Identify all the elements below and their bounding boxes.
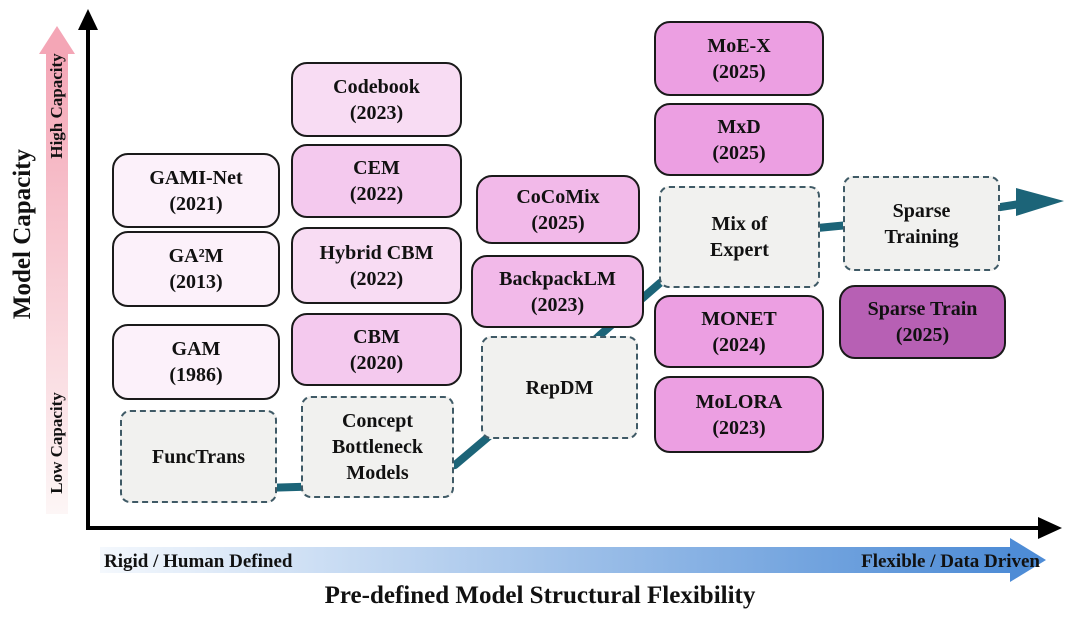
y-axis-arrowhead-icon: [78, 9, 98, 30]
node-mix-of-expert: Mix of Expert: [659, 186, 820, 288]
node-cem: CEM (2022): [291, 144, 462, 218]
flexibility-arrowhead-icon: [1010, 538, 1046, 582]
capacity-arrow-shaft: [46, 52, 68, 514]
node-moe-x: MoE-X (2025): [654, 21, 824, 96]
node-backpacklm: BackpackLM (2023): [471, 255, 644, 328]
progression-arrowhead-icon: [1016, 188, 1064, 216]
x-axis-arrowhead-icon: [1038, 517, 1062, 539]
y-axis-title: Model Capacity: [9, 148, 36, 320]
flexibility-arrow-shaft: [100, 547, 1012, 573]
node-cocomix: CoCoMix (2025): [476, 175, 640, 244]
node-gam: GAM (1986): [112, 324, 280, 400]
x-axis-left-label: Rigid / Human Defined: [104, 551, 293, 572]
node-hybrid-cbm: Hybrid CBM (2022): [291, 227, 462, 304]
node-mxd: MxD (2025): [654, 103, 824, 176]
node-gami-net: GAMI-Net (2021): [112, 153, 280, 228]
capacity-arrowhead-icon: [39, 26, 75, 54]
node-repdm: RepDM: [481, 336, 638, 439]
node-monet: MONET (2024): [654, 295, 824, 368]
y-axis-high-label: High Capacity: [47, 53, 66, 159]
node-molora: MoLORA (2023): [654, 376, 824, 453]
y-axis-low-label: Low Capacity: [47, 392, 66, 494]
node-cbm: CBM (2020): [291, 313, 462, 386]
node-ga2m: GA²M (2013): [112, 231, 280, 307]
x-axis-right-label: Flexible / Data Driven: [861, 551, 1040, 572]
node-sparse-train-2025: Sparse Train (2025): [839, 285, 1006, 359]
node-sparse-training: Sparse Training: [843, 176, 1000, 271]
node-concept-bottleneck-models: Concept Bottleneck Models: [301, 396, 454, 498]
node-codebook: Codebook (2023): [291, 62, 462, 137]
x-axis-title: Pre-defined Model Structural Flexibility: [324, 582, 756, 609]
node-functrans: FuncTrans: [120, 410, 277, 503]
